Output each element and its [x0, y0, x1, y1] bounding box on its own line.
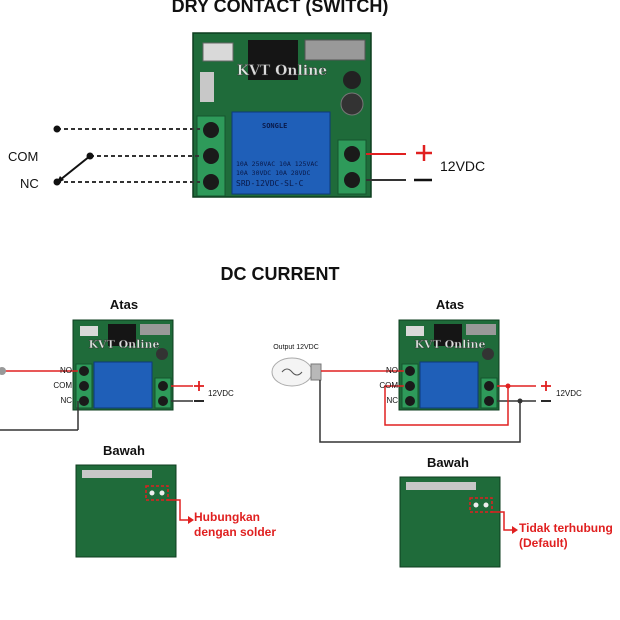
right-top-heading: Atas — [436, 297, 464, 312]
left-pcb-bottom — [75, 464, 177, 558]
left-callout-line — [167, 499, 188, 521]
top-relay-model: SRD-12VDC-SL-C — [236, 179, 304, 188]
right-board-bottom: Tidak terhubung (Default) — [399, 476, 613, 568]
left-capacitor — [156, 348, 168, 360]
left-button — [80, 326, 98, 336]
right-callout-arrow — [512, 526, 518, 534]
top-chip — [248, 40, 298, 80]
top-voltage-label: 12VDC — [440, 158, 485, 174]
right-screw-plus — [484, 381, 494, 391]
top-relay-board: SONGLE 10A 250VAC 10A 125VAC 10A 30VDC 1… — [192, 32, 372, 198]
top-relay-rating-1: 10A 250VAC 10A 125VAC — [236, 160, 318, 168]
top-watermark: KVT Online — [237, 63, 328, 79]
left-crystal — [140, 324, 170, 335]
left-screw-com — [79, 381, 89, 391]
right-callout-line — [491, 511, 512, 531]
left-screw-plus — [158, 381, 168, 391]
right-note-line2: (Default) — [519, 536, 568, 550]
right-watermark: KVT Online — [414, 338, 485, 351]
left-relay-board: KVT Online — [72, 319, 174, 411]
top-no-dot — [53, 125, 61, 133]
top-nc-label: NC — [20, 176, 39, 191]
right-voltage-label: 12VDC — [556, 389, 582, 398]
right-screw-minus — [484, 396, 494, 406]
left-solder-pad — [145, 485, 169, 501]
left-note-line2: dengan solder — [194, 525, 276, 539]
left-callout-arrow — [188, 516, 194, 524]
left-watermark: KVT Online — [88, 338, 159, 351]
left-voltage-label: 12VDC — [208, 389, 234, 398]
right-solder-pad — [469, 497, 493, 513]
left-screw-no — [79, 366, 89, 376]
top-relay — [231, 111, 331, 195]
top-screw-nc — [203, 174, 219, 190]
right-screw-com — [405, 381, 415, 391]
top-jumper — [200, 72, 214, 102]
left-screw-minus — [158, 396, 168, 406]
left-solder-strip — [82, 470, 152, 478]
left-note-line1: Hubungkan — [194, 510, 260, 524]
left-top-heading: Atas — [110, 297, 138, 312]
right-return-wire — [319, 380, 521, 443]
right-nc-label: NC — [386, 396, 398, 405]
left-bulb-edge — [0, 367, 6, 375]
top-relay-rating-2: 10A 30VDC 10A 28VDC — [236, 169, 310, 177]
left-pad-dot-2 — [159, 490, 165, 496]
right-note-line1: Tidak terhubung — [519, 521, 613, 535]
right-bulb-base — [310, 363, 322, 381]
top-screw-plus — [344, 146, 360, 162]
right-pcb-bottom — [399, 476, 501, 568]
top-capacitor-1 — [343, 71, 361, 89]
right-bottom-heading: Bawah — [427, 455, 469, 470]
right-capacitor — [482, 348, 494, 360]
right-bulb: Output 12VDC — [271, 344, 322, 387]
left-com-label: COM — [53, 381, 72, 390]
right-com-label: COM — [379, 381, 398, 390]
right-button — [406, 326, 424, 336]
top-screw-no — [203, 122, 219, 138]
top-switch-wiring: COM NC — [8, 125, 200, 191]
left-bottom-heading: Bawah — [103, 443, 145, 458]
right-chip — [434, 324, 462, 346]
right-com-loop — [384, 385, 509, 426]
top-screw-minus — [344, 172, 360, 188]
right-wiring: NO COM NC 12VDC — [319, 366, 582, 443]
left-wiring: NO COM NC 12VDC — [0, 366, 234, 431]
right-solder-strip — [406, 482, 476, 490]
dry-contact-title: DRY CONTACT (SWITCH) — [172, 0, 389, 16]
right-bulb-filament — [281, 368, 303, 376]
top-relay-brand: SONGLE — [262, 122, 287, 130]
top-capacitor-2 — [340, 92, 364, 116]
right-pad-dot-2 — [483, 502, 489, 508]
right-bulb-label: Output 12VDC — [273, 344, 319, 351]
left-pad-dot-1 — [149, 490, 155, 496]
top-com-label: COM — [8, 149, 38, 164]
right-screw-nc — [405, 396, 415, 406]
left-relay — [93, 361, 153, 409]
left-no-label: NO — [60, 366, 72, 375]
left-chip — [108, 324, 136, 346]
top-crystal — [304, 39, 366, 61]
right-no-label: NO — [386, 366, 398, 375]
top-switch-arm — [59, 155, 91, 181]
left-screw-nc — [79, 396, 89, 406]
top-switch-arrow — [56, 176, 64, 184]
right-pad-dot-1 — [473, 502, 479, 508]
top-power-wiring: 12VDC — [366, 145, 485, 182]
right-screw-no — [405, 366, 415, 376]
right-relay — [419, 361, 479, 409]
left-board-bottom: Hubungkan dengan solder — [75, 464, 276, 558]
right-crystal — [466, 324, 496, 335]
top-screw-com — [203, 148, 219, 164]
dc-current-title: DC CURRENT — [221, 264, 340, 284]
right-relay-board: KVT Online — [398, 319, 500, 411]
left-nc-label: NC — [60, 396, 72, 405]
top-button — [202, 42, 234, 62]
